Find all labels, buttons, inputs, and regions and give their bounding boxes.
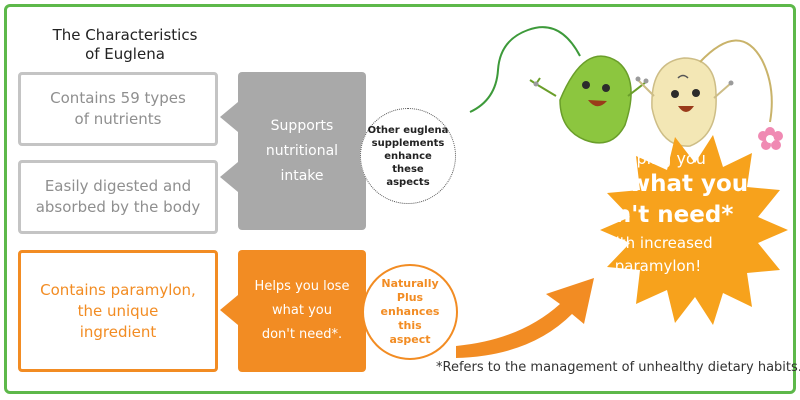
- other-line-4: aspects: [386, 176, 430, 188]
- other-line-3: enhance these: [384, 150, 432, 175]
- green-euglena-character-icon: [469, 26, 649, 144]
- paramylon-line-2: the unique: [77, 301, 159, 320]
- naturally-line-1: Naturally Plus: [381, 277, 439, 304]
- nutrients-line-2: of nutrients: [74, 110, 162, 128]
- nutrients-line-1: Contains 59 types: [50, 89, 186, 107]
- supports-line-3: intake: [280, 167, 324, 184]
- curved-arrow-icon: [456, 278, 594, 358]
- paramylon-box: Contains paramylon, the unique ingredien…: [18, 250, 218, 372]
- burst-text: Helping you lose what you don't need* wi…: [540, 148, 776, 277]
- supports-line-2: nutritional: [265, 142, 339, 159]
- burst-line-1: Helping you: [610, 149, 706, 168]
- title-line-2: of Euglena: [85, 45, 165, 63]
- other-supplements-circle: Other euglena supplements enhance these …: [360, 108, 456, 204]
- burst-line-4: with increased: [603, 234, 713, 252]
- helps-line-1: Helps you lose: [254, 279, 350, 294]
- burst-line-2: lose what you: [567, 171, 749, 197]
- footnote: *Refers to the management of unhealthy d…: [436, 360, 800, 375]
- helps-tile: Helps you lose what you don't need*.: [220, 250, 366, 372]
- paramylon-line-3: ingredient: [79, 322, 157, 341]
- pink-flower-icon: [758, 127, 783, 150]
- burst-line-3: don't need*: [582, 202, 734, 228]
- naturally-line-3: aspect: [389, 333, 431, 346]
- other-line-1: Other euglena: [367, 124, 449, 136]
- helps-line-2: what you: [272, 303, 332, 318]
- supports-line-1: Supports: [270, 117, 334, 134]
- title-line-1: The Characteristics: [52, 26, 198, 44]
- supports-tile: Supports nutritional intake: [220, 72, 366, 230]
- naturally-line-2: enhances this: [380, 305, 440, 332]
- naturally-plus-circle: Naturally Plus enhances this aspect: [362, 264, 458, 360]
- starburst-icon: [600, 135, 788, 325]
- digested-line-2: absorbed by the body: [35, 198, 201, 216]
- digested-box: Easily digested and absorbed by the body: [18, 160, 218, 234]
- other-line-2: supplements: [371, 137, 445, 149]
- burst-line-5: paramylon!: [614, 257, 702, 275]
- nutrients-box: Contains 59 types of nutrients: [18, 72, 218, 146]
- digested-line-1: Easily digested and: [44, 177, 192, 195]
- helps-line-3: don't need*.: [261, 327, 343, 342]
- cream-euglena-character-icon: [635, 39, 773, 147]
- page-title: The Characteristics of Euglena: [20, 26, 230, 64]
- paramylon-line-1: Contains paramylon,: [40, 280, 196, 299]
